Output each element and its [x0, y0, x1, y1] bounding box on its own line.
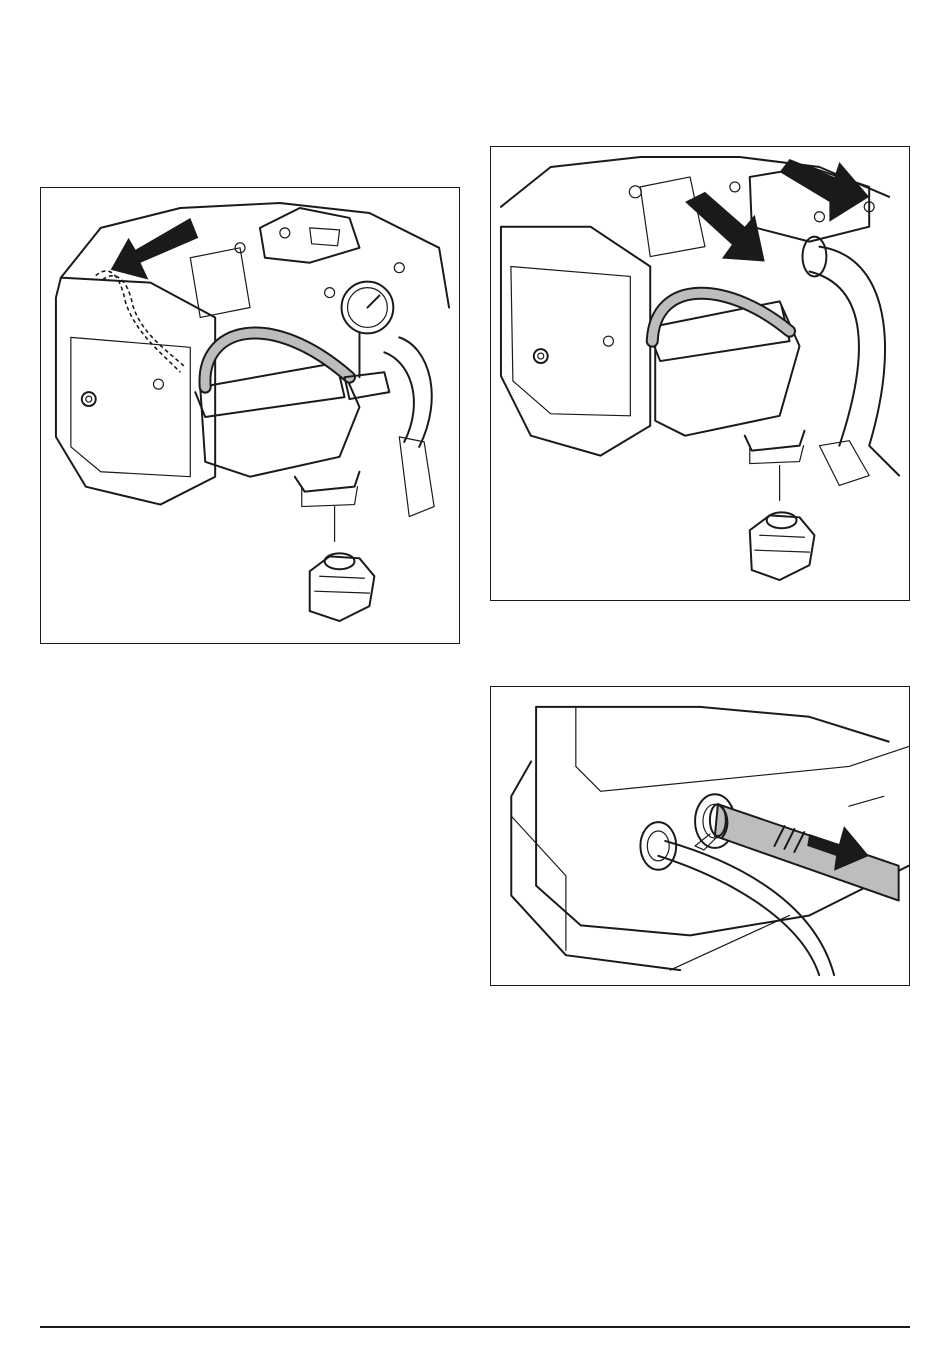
- illustration-engine-hose-removal: [491, 147, 909, 600]
- arrow-icon: [111, 218, 199, 280]
- illustration-hose-pull: [491, 687, 909, 985]
- figure-hose-pull: [490, 686, 910, 986]
- footer-divider: [40, 1326, 910, 1328]
- illustration-engine-pressure-gauge: [41, 188, 459, 643]
- figure-tank-hose-removal: [490, 146, 910, 601]
- arrow-icon: [685, 192, 765, 262]
- figure-pressure-gauge: [40, 187, 460, 644]
